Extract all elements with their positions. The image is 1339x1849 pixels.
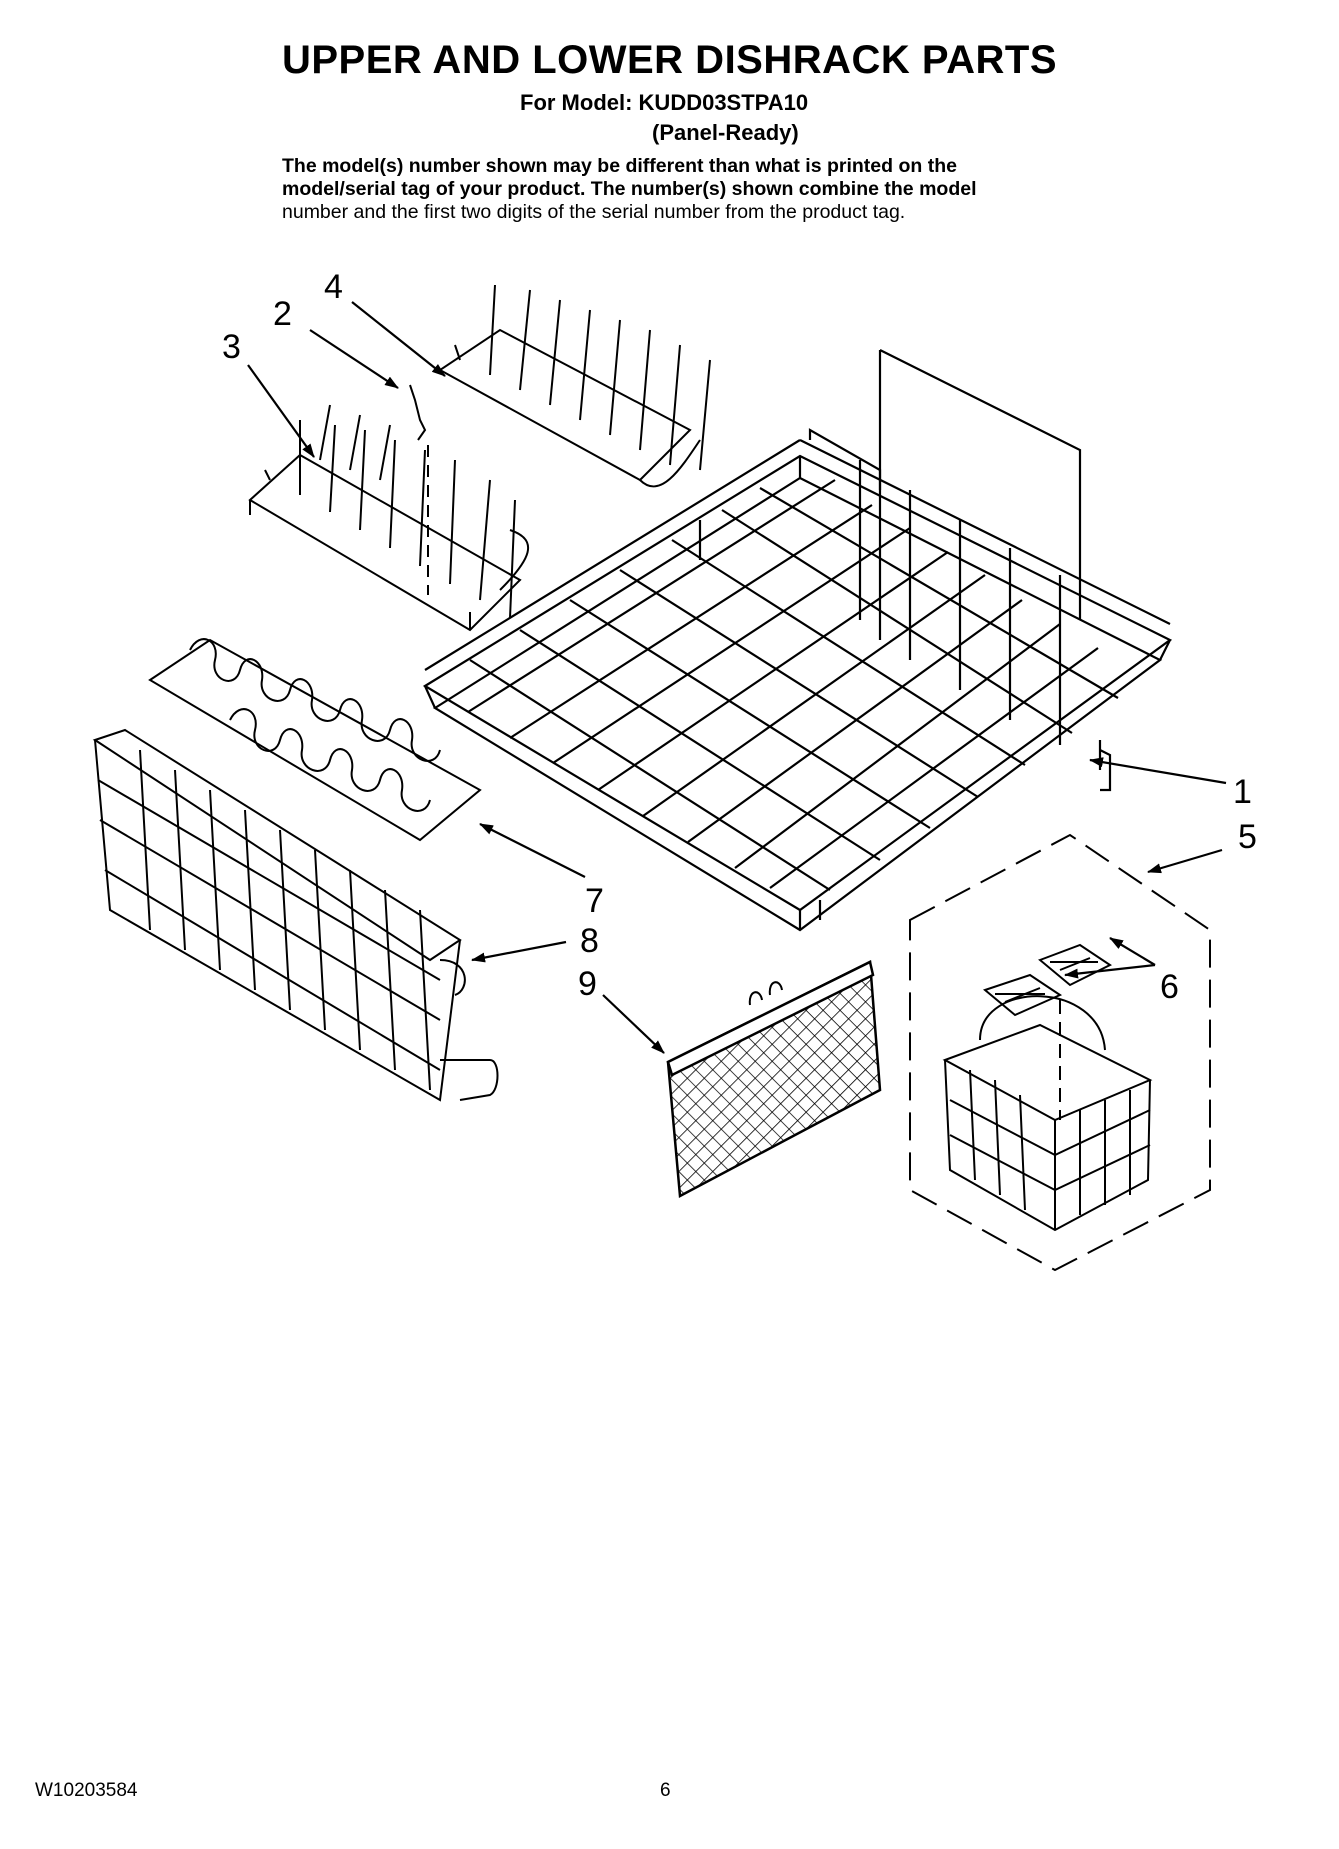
side-rack [92,728,499,1102]
document-number: W10203584 [35,1780,138,1801]
callout-2: 2 [273,295,292,333]
callout-7: 7 [585,882,604,920]
silverware-basket-group [909,833,1211,1272]
lower-dishrack [422,349,1173,932]
tine-row-left [248,404,530,632]
callout-4: 4 [324,268,343,306]
callout-6: 6 [1160,968,1179,1006]
note-line-2: model/serial tag of your product. The nu… [282,178,977,200]
model-note: The model(s) number shown may be differe… [282,155,1142,224]
callout-9: 9 [578,965,597,1003]
basket-lids [982,943,1112,1017]
silverware-basket [942,995,1153,1232]
callout-leaders [247,301,1227,1054]
tine-row-right [438,284,711,488]
rack-clip [409,384,429,595]
mesh-panel [666,960,882,1198]
page-number: 6 [660,1780,671,1801]
callout-3: 3 [222,328,241,366]
note-line-3: number and the first two digits of the s… [282,201,906,223]
model-variant: (Panel-Ready) [652,120,799,145]
model-number: For Model: KUDD03STPA10 [520,90,809,115]
note-line-1: The model(s) number shown may be differe… [282,155,957,177]
wire-holder [148,638,482,842]
callout-8: 8 [580,922,599,960]
callout-1: 1 [1233,773,1252,811]
callout-5: 5 [1238,818,1257,856]
page-title: UPPER AND LOWER DISHRACK PARTS [281,38,1058,82]
